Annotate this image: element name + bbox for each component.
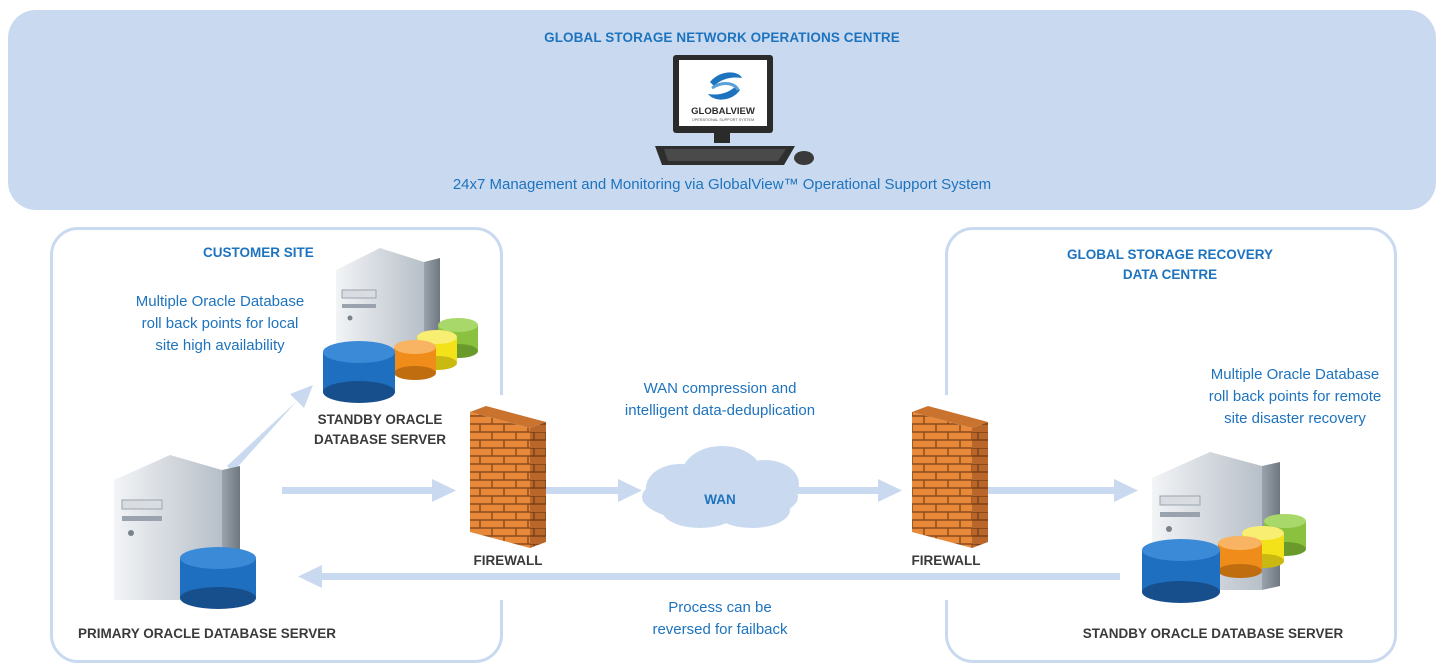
arrow-primary-to-firewall [432,479,456,502]
noc-caption: 24x7 Management and Monitoring via Globa… [452,176,992,193]
monitor-logo-subtext: OPERATIONAL SUPPORT SYSTEM [691,118,755,122]
recovery-site-note: Multiple Oracle Database roll back point… [1208,366,1382,427]
db-cylinders-local [323,318,478,403]
db-blue-cylinder-remote [1142,539,1220,603]
noc-title: GLOBAL STORAGE NETWORK OPERATIONS CENTRE [544,30,900,45]
wan-note: WAN compression and intelligent data-ded… [624,380,816,419]
wan-cloud-icon [642,446,799,528]
flow-arrows [227,385,1138,588]
db-cylinders-remote [1142,514,1306,603]
firewall-right-label: FIREWALL [911,553,981,568]
arrow-wan-to-firewall [878,479,902,502]
customer-site-note: Multiple Oracle Database roll back point… [135,293,305,354]
arrow-firewall-to-wan [618,479,642,502]
db-orange-cylinder-remote [1218,536,1262,578]
db-blue-cylinder [323,341,395,403]
firewall-left-label: FIREWALL [473,553,543,568]
firewall-right-icon [912,406,988,548]
standby-server-label: STANDBY ORACLE DATABASE SERVER [313,412,447,447]
arrow-primary-to-standby [227,385,313,472]
firewall-left-icon [470,406,546,548]
arrow-failback [298,565,322,588]
customer-site-title: CUSTOMER SITE [203,245,314,260]
recovery-site-title: GLOBAL STORAGE RECOVERY DATA CENTRE [1066,247,1274,282]
arrow-firewall-to-remote [1114,479,1138,502]
wan-label: WAN [704,492,736,507]
failback-note: Process can be reversed for failback [652,599,788,638]
monitor-logo-text: GLOBALVIEW [691,106,755,117]
primary-server-label: PRIMARY ORACLE DATABASE SERVER [78,626,337,641]
remote-server-label: STANDBY ORACLE DATABASE SERVER [1082,626,1344,641]
db-primary-cylinder [180,547,256,609]
monitor-icon [655,55,814,165]
db-orange-cylinder [394,340,436,380]
